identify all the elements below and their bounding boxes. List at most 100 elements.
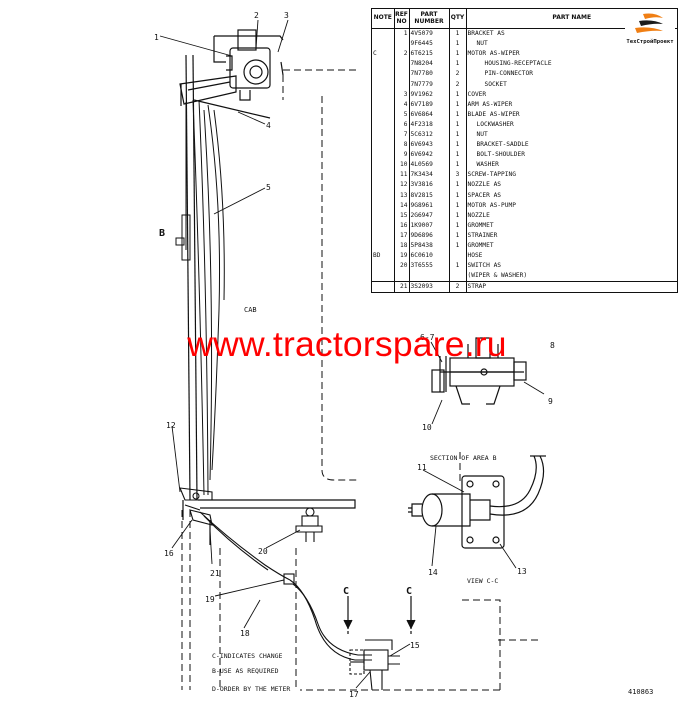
cell-note xyxy=(372,109,395,120)
cell-note xyxy=(372,89,395,100)
cell-part-name: WASHER xyxy=(476,161,499,169)
cell-note xyxy=(372,190,395,201)
cell-ref: 16 xyxy=(394,220,410,231)
cell-note: BD xyxy=(372,251,395,262)
cell-ref: 10 xyxy=(394,160,410,171)
cell-qty: 1 xyxy=(449,230,467,241)
callout-10: 10 xyxy=(422,423,432,432)
callout-15: 15 xyxy=(410,641,420,650)
cell-part-number: 6V6943 xyxy=(409,140,450,151)
website-watermark: www.tractorspare.ru xyxy=(187,324,507,364)
cell-part-name: SWITCH AS xyxy=(467,262,502,270)
cell-part-name: NUT xyxy=(476,130,488,138)
callout-21: 21 xyxy=(210,569,220,578)
cell-part-name: HOSE xyxy=(467,252,483,260)
cell-part-name: NUT xyxy=(476,40,488,48)
callout-4: 4 xyxy=(266,121,271,130)
cell-ref: 6 xyxy=(394,119,410,130)
cell-qty: 3 xyxy=(449,170,467,181)
section-area-b-detail xyxy=(431,337,527,405)
cell-qty: 1 xyxy=(449,49,467,60)
callout-20: 20 xyxy=(258,547,268,556)
cell-part-name: STRAP xyxy=(466,281,677,293)
cell-part-number: 9D6896 xyxy=(409,230,450,241)
cell-ref xyxy=(394,271,410,282)
logo-mark-icon: ТехСтройПроект xyxy=(626,13,674,45)
wiper-arm xyxy=(179,75,271,119)
cell-part-number: 9F6445 xyxy=(409,39,450,50)
techstroyproekt-logo: ТехСтройПроект xyxy=(625,10,675,48)
cell-part-name: ARM AS-WIPER xyxy=(467,100,513,108)
cell-ref xyxy=(394,39,410,50)
cell-note xyxy=(372,79,395,90)
cell-part-number: 1K9007 xyxy=(409,220,450,231)
cell-ref: 7 xyxy=(394,129,410,141)
cell-note xyxy=(372,28,395,40)
view-c-marker-left: C xyxy=(343,586,349,597)
cell-part-name: BRACKET AS xyxy=(467,30,505,38)
cell-part-name: GROMMET xyxy=(467,242,494,250)
cell-qty: 1 xyxy=(449,59,467,70)
cell-part-name: MOTOR AS-WIPER xyxy=(467,50,520,58)
note-c: C-INDICATES CHANGE xyxy=(212,652,283,660)
cell-qty: 2 xyxy=(449,281,467,293)
cell-qty: 1 xyxy=(449,180,467,191)
callout-6-7: 6-7 xyxy=(420,333,435,342)
wiper-switch xyxy=(295,507,323,542)
cell-part-name: STRAINER xyxy=(467,231,498,239)
callout-2: 2 xyxy=(254,11,259,20)
cell-part-name: COVER xyxy=(467,90,487,98)
cell-ref: 8 xyxy=(394,140,410,151)
cell-part-name: HOUSING-RECEPTACLE xyxy=(484,60,552,68)
cell-note xyxy=(372,281,395,293)
wiper-blade xyxy=(175,99,225,496)
cell-part-name: BRACKET-SADDLE xyxy=(476,141,529,149)
cell-part-number: 9V1962 xyxy=(409,89,450,100)
wiper-motor xyxy=(226,29,271,101)
cell-note xyxy=(372,39,395,50)
cell-part-name: (WIPER & WASHER) xyxy=(467,272,528,280)
cell-ref: 13 xyxy=(394,190,410,201)
cell-ref: 19 xyxy=(394,251,410,262)
cell-part-number: 7N7779 xyxy=(409,79,450,90)
cell-ref: 3 xyxy=(394,89,410,100)
washer-reservoir xyxy=(349,639,400,691)
header-part-number: PART NUMBER xyxy=(409,9,450,29)
cell-part-number: 2G6947 xyxy=(409,210,450,221)
cell-ref: 18 xyxy=(394,240,410,252)
cell-part-number: 6C0610 xyxy=(409,251,450,262)
cell-note xyxy=(372,180,395,191)
callout-14: 14 xyxy=(428,568,438,577)
view-cc-label: VIEW C-C xyxy=(467,577,498,585)
cell-ref: 11 xyxy=(394,170,410,181)
cell-note: C xyxy=(372,49,395,60)
cell-part-name: PIN-CONNECTOR xyxy=(484,70,533,78)
cell-note xyxy=(372,119,395,130)
cell-part-name: MOTOR AS-PUMP xyxy=(467,201,516,209)
cell-qty: 1 xyxy=(449,240,467,252)
cell-note xyxy=(372,210,395,221)
cell-ref: 2 xyxy=(394,49,410,60)
cell-part-name: BOLT-SHOULDER xyxy=(476,151,525,159)
callout-11: 11 xyxy=(417,463,427,472)
note-d: D-ORDER BY THE METER xyxy=(212,685,290,693)
cell-note xyxy=(372,261,395,272)
nozzle-bracket xyxy=(179,487,213,526)
cell-ref: 20 xyxy=(394,261,410,272)
cell-qty xyxy=(449,251,467,262)
cell-ref: 21 xyxy=(394,281,410,293)
cell-qty: 1 xyxy=(449,210,467,221)
cell-part-number: 5P8438 xyxy=(409,240,450,252)
cell-qty: 1 xyxy=(449,129,467,141)
